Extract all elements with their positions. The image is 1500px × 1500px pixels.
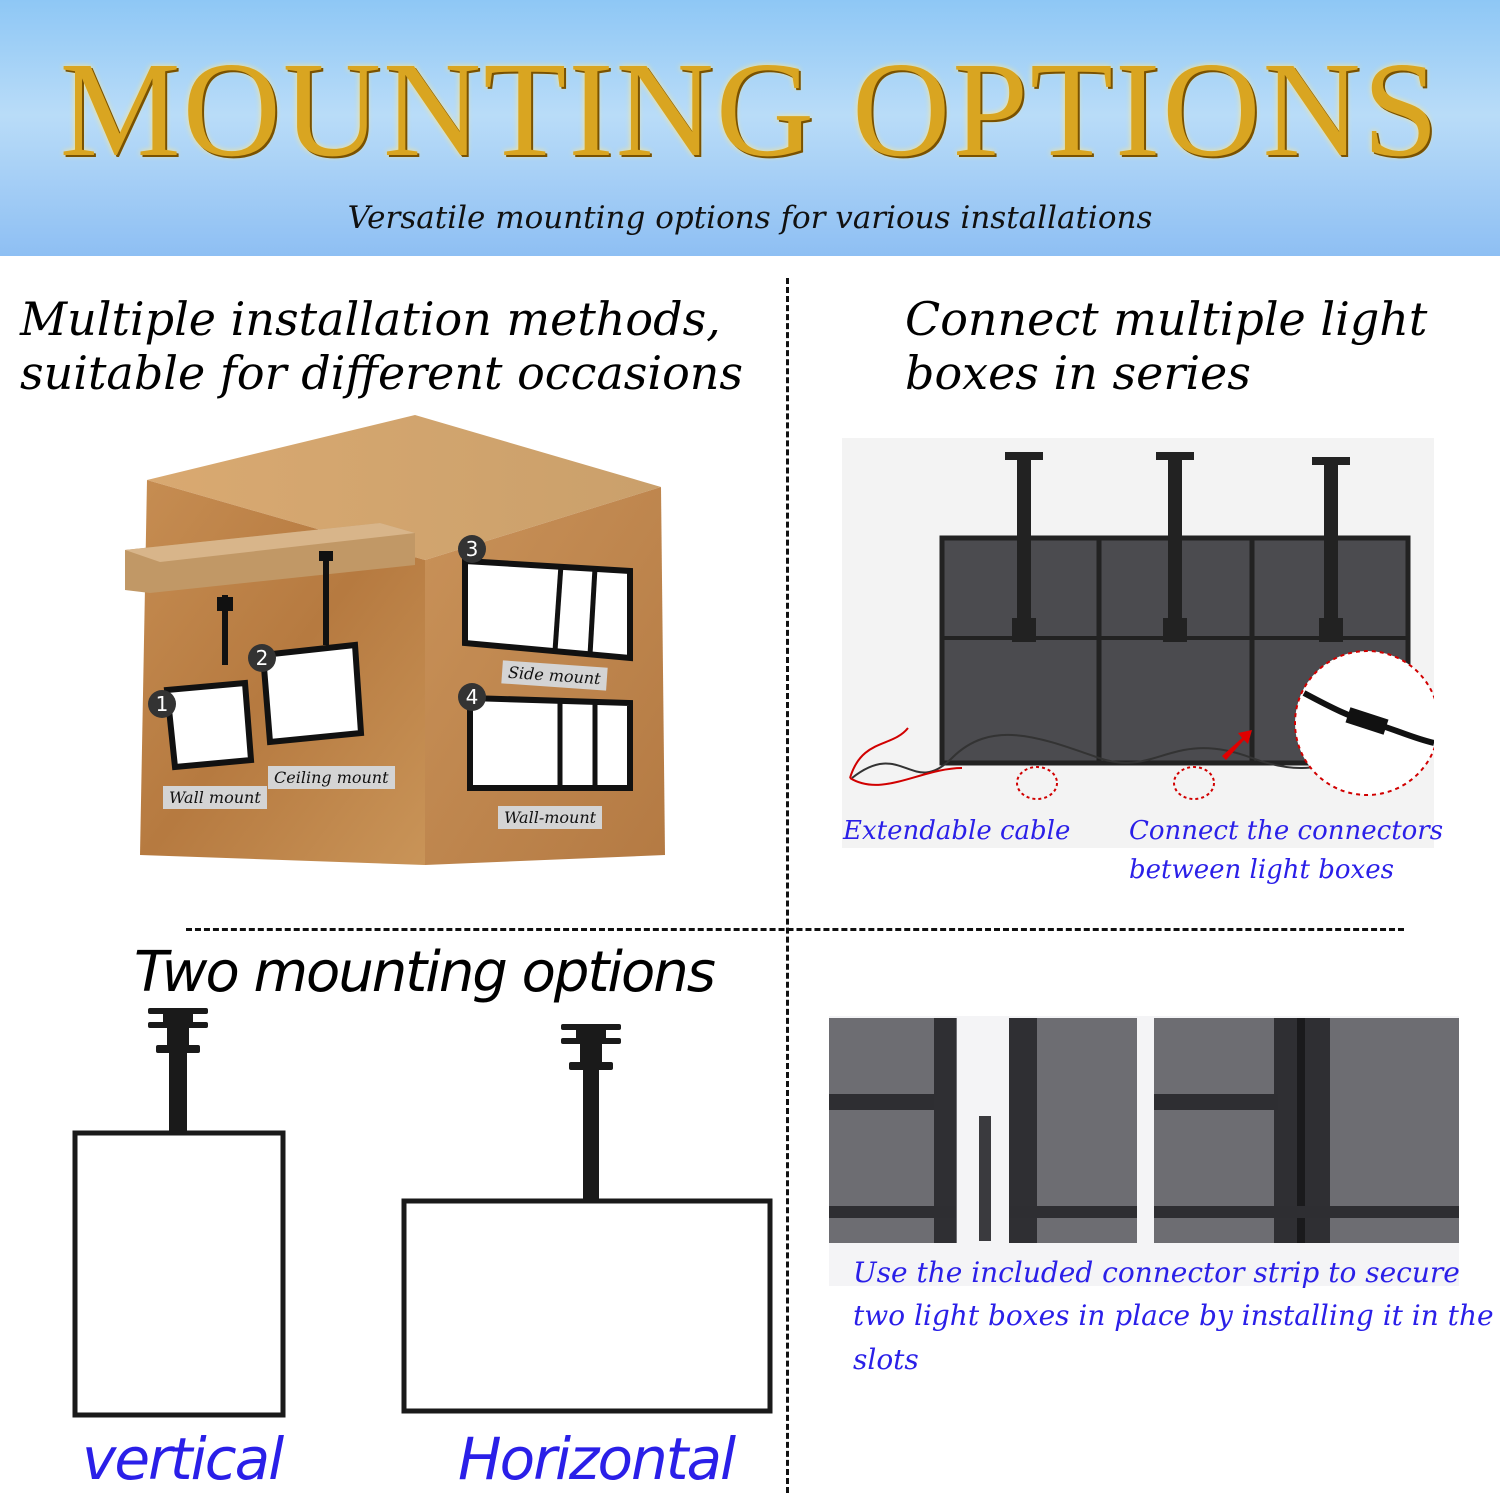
number-badge-4: 4 bbox=[458, 683, 486, 711]
connector-strip-photos bbox=[829, 1016, 1459, 1286]
tag-wall-mount-2: Wall-mount bbox=[498, 806, 603, 829]
vertical-divider bbox=[786, 278, 789, 1493]
caption-connect-connectors: Connect the connectors between light box… bbox=[1129, 816, 1444, 885]
number-badge-1: 1 bbox=[148, 690, 176, 718]
vertical-box-illustration bbox=[72, 1008, 286, 1418]
number-badge-3: 3 bbox=[458, 535, 486, 563]
series-heading: Connect multiple light boxes in series bbox=[905, 292, 1428, 401]
horizontal-divider bbox=[186, 928, 1404, 931]
caption-extendable-cable: Extendable cable bbox=[843, 816, 1071, 846]
number-badge-2: 2 bbox=[248, 644, 276, 672]
two-options-heading: Two mounting options bbox=[134, 940, 716, 1005]
page-subtitle: Versatile mounting options for various i… bbox=[347, 200, 1153, 236]
tag-wall-mount: Wall mount bbox=[163, 786, 267, 809]
light-boxes-series-photo bbox=[842, 438, 1434, 848]
caption-connector-strip: Use the included connector strip to secu… bbox=[853, 1256, 1494, 1376]
label-vertical: vertical bbox=[82, 1425, 284, 1493]
tag-ceiling-mount: Ceiling mount bbox=[268, 766, 395, 789]
header-banner: MOUNTING OPTIONS Versatile mounting opti… bbox=[0, 0, 1500, 256]
horizontal-box-illustration bbox=[401, 1024, 773, 1414]
methods-heading: Multiple installation methods, suitable … bbox=[20, 292, 743, 401]
page-title: MOUNTING OPTIONS bbox=[59, 35, 1441, 185]
label-horizontal: Horizontal bbox=[458, 1425, 736, 1493]
